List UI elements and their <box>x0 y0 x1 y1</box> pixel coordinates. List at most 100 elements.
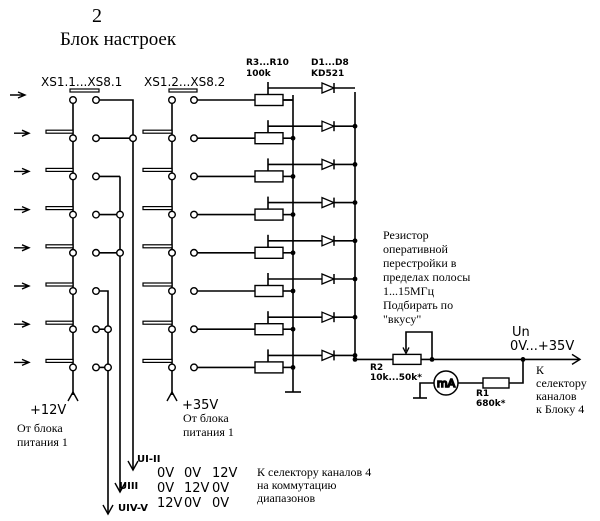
contact-blade <box>142 206 173 211</box>
potentiometer <box>254 93 284 107</box>
junction-dot <box>352 357 358 362</box>
diode-value: KD521 <box>311 69 345 79</box>
contact-pin <box>103 325 112 334</box>
supply-source-line: От блока <box>183 411 229 425</box>
contact-blade <box>45 358 74 363</box>
output-dest-line: селектору <box>536 376 587 390</box>
band-label-4-5: UIV-V <box>118 503 149 514</box>
band-cell: 0V <box>184 496 202 511</box>
r2-wiper <box>405 331 433 360</box>
r1-value: 680k* <box>476 399 506 409</box>
contact-blade <box>142 358 173 363</box>
band-cell: 0V <box>184 466 202 481</box>
potentiometer <box>254 131 284 145</box>
junction-dot <box>290 212 296 218</box>
band-cell: 0V <box>157 481 175 496</box>
r2-note-line: перестройки в <box>383 256 457 270</box>
band-dest-line: на коммутацию <box>257 478 337 492</box>
input-arrow-icon <box>14 205 31 214</box>
contact-blade <box>45 282 74 287</box>
junction-dot <box>352 276 358 282</box>
resistor-array-value: 100k <box>246 69 271 79</box>
contact-pin <box>68 363 77 372</box>
band-dest-line: К селектору каналов 4 <box>257 465 372 479</box>
contact-blade <box>45 206 74 211</box>
output-range: 0V...+35V <box>510 339 575 354</box>
r1-ref: R1 <box>476 389 490 399</box>
contact-pin <box>103 363 112 372</box>
r2-note-line: "вкусу" <box>383 312 422 326</box>
wire <box>509 359 524 384</box>
supply-12v-label: +12V <box>30 403 67 418</box>
contact-pin <box>167 95 176 104</box>
contact-blade <box>45 129 74 134</box>
junction-dot <box>290 250 296 256</box>
potentiometer <box>254 361 284 374</box>
r2-note-line: 1...15МГц <box>383 284 435 298</box>
band-cell: 0V <box>157 466 175 481</box>
junction-dot <box>290 365 296 370</box>
wiper-arrow-icon <box>402 347 410 355</box>
potentiometer <box>254 170 284 183</box>
connector-group2-label: XS1.2...XS8.2 <box>144 75 226 89</box>
contact-pin <box>189 172 198 181</box>
junction-dot <box>290 135 296 141</box>
junction-dot <box>352 200 358 206</box>
junction-dot <box>290 288 296 294</box>
contact-pin <box>91 248 100 257</box>
band-wire <box>99 290 109 505</box>
contact-blade <box>142 129 173 134</box>
junction-dot <box>352 238 358 244</box>
supply-arrow-icon <box>166 390 178 402</box>
meter-label: mA <box>437 377 456 390</box>
contact-pin <box>115 248 124 257</box>
diode-icon <box>321 82 336 94</box>
contact-pin <box>68 248 77 257</box>
band-cell: 0V <box>212 496 230 511</box>
band-wire <box>99 99 134 455</box>
contact-pin <box>167 325 176 334</box>
contact-blade <box>142 282 173 287</box>
output-arrow-icon <box>571 353 582 365</box>
band-label-1-2: UI-II <box>137 454 161 465</box>
supply-source-line: От блока <box>17 421 63 435</box>
band-cell: 12V <box>184 481 210 496</box>
r2-note-line: оперативной <box>383 242 448 256</box>
contact-blade <box>142 167 173 172</box>
potentiometer <box>254 208 284 221</box>
r2-value: 10k...50k* <box>370 373 422 383</box>
junction-dot <box>352 353 358 358</box>
diode-icon <box>321 158 336 171</box>
contact-pin <box>68 210 77 219</box>
output-dest-line: каналов <box>536 389 577 403</box>
potentiometer <box>254 246 284 260</box>
output-dest-line: К <box>536 363 545 377</box>
contact-pin <box>167 287 176 296</box>
figure-title: Блок настроек <box>60 29 177 50</box>
contact-pin <box>91 95 100 104</box>
input-arrow-icon <box>10 91 27 99</box>
supply-35v-source: От блока питания 1 <box>183 411 234 439</box>
input-arrow-icon <box>14 244 31 252</box>
supply-source-line: питания 1 <box>17 435 68 449</box>
contact-pin <box>167 172 176 181</box>
contact-pin <box>68 172 77 181</box>
contact-pin <box>189 134 198 143</box>
contact-blade <box>142 244 173 249</box>
contact-pin <box>189 248 198 257</box>
contact-blade <box>45 167 74 172</box>
contact-blade <box>45 320 74 325</box>
diode-ref: D1...D8 <box>311 58 349 68</box>
connector-group1-label: XS1.1...XS8.1 <box>41 75 123 89</box>
contact-pin <box>91 287 100 296</box>
figure-number: 2 <box>92 5 102 27</box>
potentiometer <box>254 323 284 336</box>
contact-pin <box>167 248 176 257</box>
contact-pin <box>115 210 124 219</box>
contact-pin <box>68 325 77 334</box>
